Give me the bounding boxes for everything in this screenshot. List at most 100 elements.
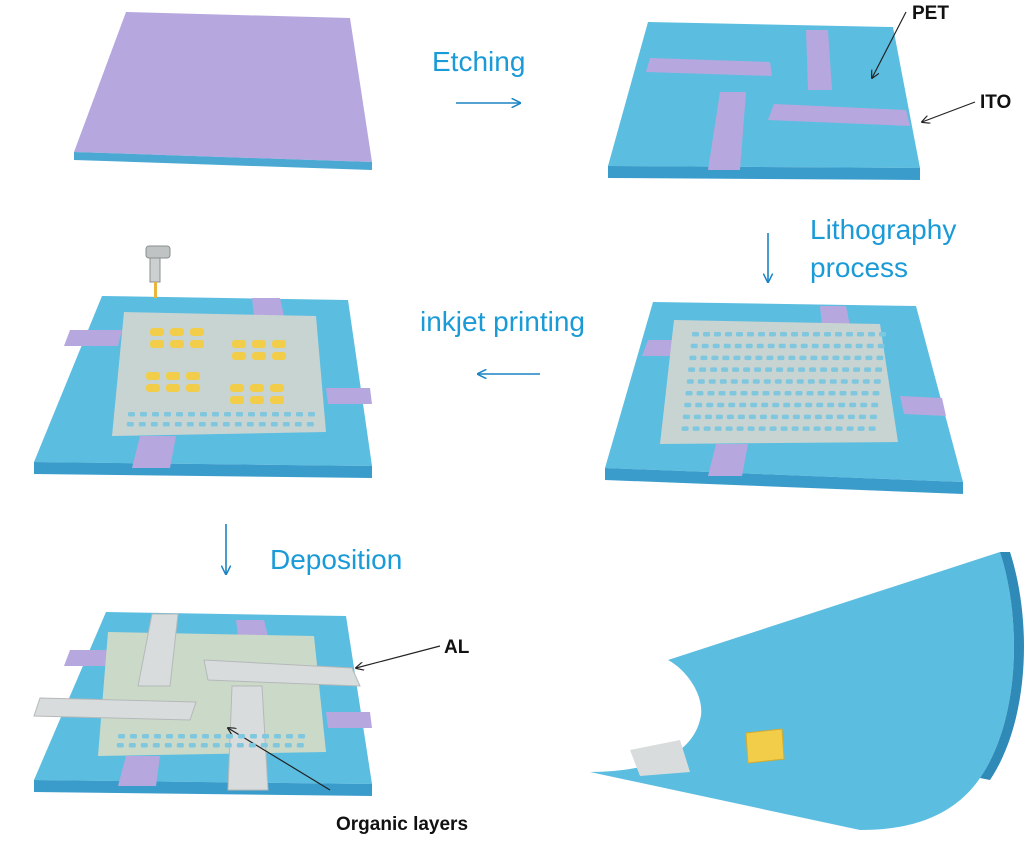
resist-opening — [200, 743, 208, 748]
resist-opening — [821, 355, 829, 361]
resist-opening — [262, 734, 269, 739]
resist-opening — [744, 355, 752, 361]
resist-opening — [824, 426, 832, 431]
resist-opening — [260, 412, 267, 417]
resist-opening — [864, 367, 872, 372]
droplet — [170, 328, 184, 336]
resist-opening — [862, 379, 870, 384]
resist-opening — [798, 367, 806, 372]
droplet — [150, 328, 164, 336]
resist-opening — [844, 343, 852, 349]
resist-opening — [811, 343, 819, 349]
resist-opening — [857, 426, 865, 431]
resist-opening — [846, 332, 853, 337]
callout-al: AL — [444, 637, 470, 658]
droplet — [250, 396, 264, 404]
droplet — [186, 372, 200, 380]
resist-opening — [849, 402, 857, 408]
resist-opening — [737, 414, 745, 420]
resist-opening — [725, 426, 733, 431]
resist-opening — [803, 414, 811, 420]
resist-opening — [857, 332, 864, 337]
ito-top-surface — [74, 12, 372, 162]
resist-opening — [140, 743, 148, 748]
resist-opening — [729, 391, 737, 396]
droplet — [250, 384, 264, 392]
resist-opening — [154, 734, 161, 739]
resist-opening — [866, 343, 874, 349]
droplet — [232, 340, 246, 348]
ito-callout-line — [922, 101, 976, 122]
droplet — [252, 352, 266, 360]
resist-opening — [879, 332, 886, 337]
droplet — [230, 384, 244, 392]
resist-opening — [802, 332, 809, 337]
droplet — [146, 384, 160, 392]
resist-opening — [876, 355, 884, 361]
resist-opening — [118, 734, 125, 739]
resist-opening — [138, 422, 146, 427]
ito-strip — [326, 712, 372, 728]
resist-openings — [116, 734, 305, 748]
resist-opening — [741, 379, 749, 384]
pet-edge — [34, 462, 372, 478]
ito-strip — [132, 436, 176, 468]
droplet — [170, 340, 184, 348]
panel-etched — [608, 11, 976, 180]
resist-opening — [769, 426, 777, 431]
ito-strip — [646, 58, 772, 76]
resist-opening — [839, 391, 847, 396]
resist-opening — [748, 414, 756, 420]
resist-opening — [150, 422, 158, 427]
resist-opening — [774, 379, 782, 384]
resist-opening — [747, 332, 754, 337]
resist-opening — [685, 391, 693, 396]
resist-opening — [869, 414, 877, 420]
resist-opening — [188, 743, 196, 748]
resist-opening — [851, 379, 859, 384]
ito-strip — [768, 104, 910, 126]
resist-opening — [198, 422, 206, 427]
resist-opening — [188, 412, 195, 417]
resist-opening — [827, 402, 835, 408]
resist-opening — [693, 414, 701, 420]
pet-edge — [608, 166, 920, 180]
resist-opening — [200, 412, 207, 417]
resist-opening — [718, 391, 726, 396]
resist-opening — [762, 391, 770, 396]
resist-opening — [846, 426, 854, 431]
resist-opening — [805, 402, 813, 408]
resist-opening — [722, 355, 730, 361]
step-label-lithography-line1: Lithography — [810, 214, 957, 245]
resist-opening — [697, 379, 705, 384]
resist-opening — [260, 743, 268, 748]
resist-opening — [850, 391, 858, 396]
resist-opening — [740, 391, 748, 396]
ito-strip — [64, 330, 122, 346]
resist-opening — [843, 355, 851, 361]
resist-opening — [186, 422, 194, 427]
resist-opening — [755, 355, 763, 361]
resist-opening — [832, 355, 840, 361]
step-label-inkjet: inkjet printing — [420, 306, 585, 337]
resist-opening — [272, 412, 279, 417]
resist-opening — [822, 343, 830, 349]
resist-opening — [780, 332, 787, 337]
resist-opening — [754, 367, 762, 372]
resist-opening — [800, 343, 808, 349]
ito-strip — [820, 306, 850, 326]
resist-opening — [162, 422, 170, 427]
resist-opening — [789, 343, 797, 349]
droplet — [166, 384, 180, 392]
resist-opening — [174, 422, 182, 427]
ito-strip — [806, 30, 832, 90]
resist-opening — [714, 332, 721, 337]
resist-opening — [817, 391, 825, 396]
callout-pet: PET — [912, 3, 949, 24]
resist-opening — [860, 402, 868, 408]
resist-opening — [776, 367, 784, 372]
resist-opening — [758, 332, 765, 337]
resist-opening — [719, 379, 727, 384]
resist-opening — [840, 379, 848, 384]
